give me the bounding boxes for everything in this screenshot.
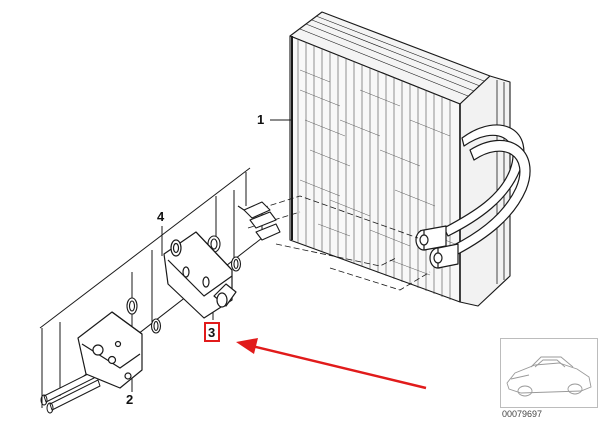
vehicle-thumbnail [500,338,598,408]
bolts [40,371,101,414]
callout-1: 1 [257,112,265,127]
pointer-arrow [236,338,427,390]
retaining-clips [237,201,281,241]
expansion-valve [163,231,237,319]
o-rings [126,235,242,334]
callout-3-highlight [204,322,220,342]
car-silhouette-icon [506,356,592,397]
catalog-code: 00079697 [502,409,543,419]
callout-4: 4 [157,209,165,224]
callout-2: 2 [126,392,134,407]
leader-lines [39,119,292,408]
evaporator-core [289,11,511,307]
refrigerant-pipes [415,124,531,269]
callout-3: 3 [208,325,216,340]
adapter-block [77,311,143,389]
